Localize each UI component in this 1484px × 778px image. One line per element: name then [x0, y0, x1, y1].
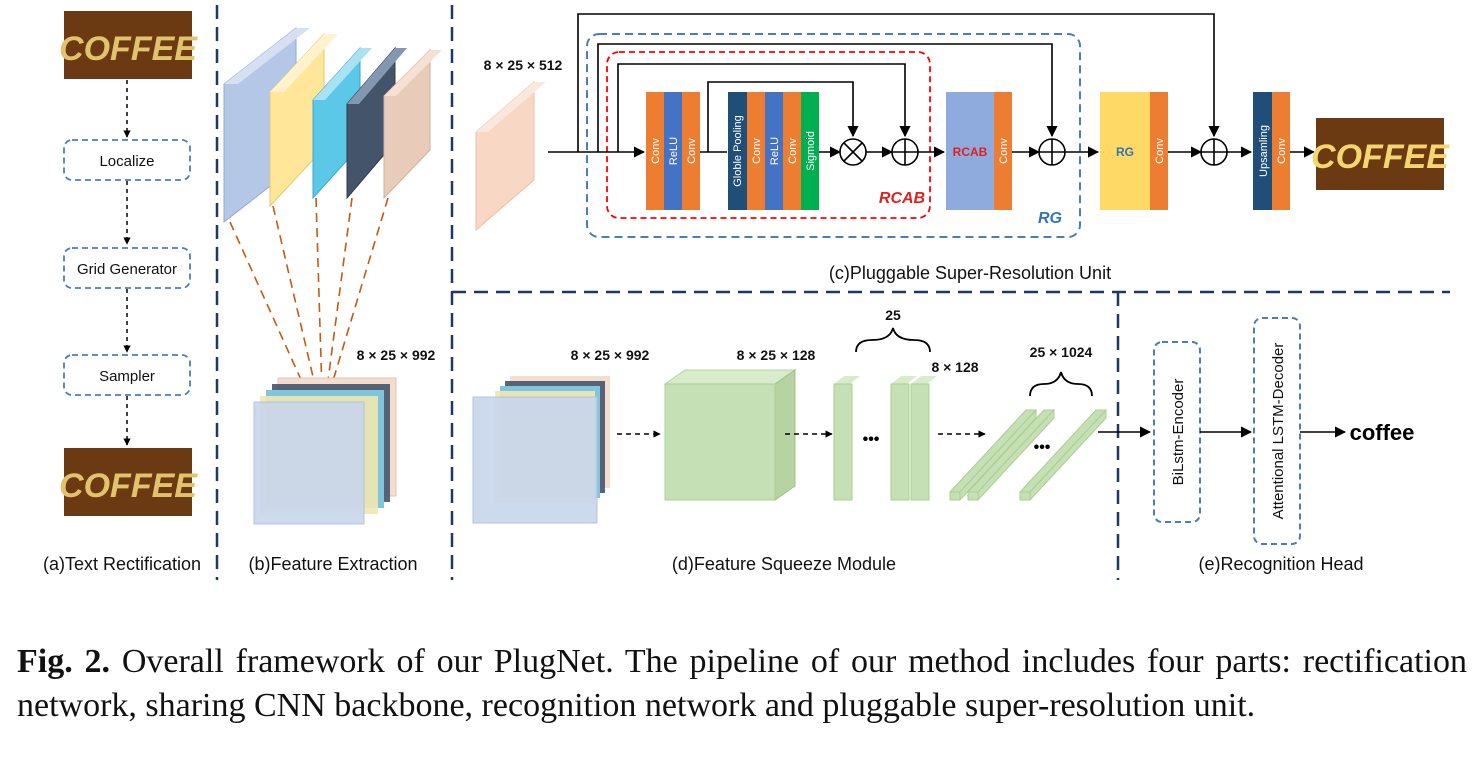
squeeze-conv-dim: 8 × 25 × 128 — [737, 347, 816, 363]
squeeze-input-dim: 8 × 25 × 992 — [571, 347, 650, 363]
input-word-text: COFFEE — [59, 30, 198, 68]
ca-layer-pool: Globle Pooling — [732, 115, 744, 187]
ca-layer-sigmoid: Sigmoid — [805, 131, 817, 171]
add-op-global — [1200, 138, 1228, 166]
input-word-image: COFFEE — [59, 11, 198, 79]
brace-25x1024 — [1029, 371, 1093, 397]
rcab-layer-conv-1: Conv — [650, 138, 662, 164]
seq-dim-label: 25 × 1024 — [1030, 344, 1093, 360]
encoder-label: BiLstm-Encoder — [1170, 379, 1187, 486]
framework-diagram: COFFEE Localize Grid Generator Sampler C… — [43, 5, 1450, 580]
panel-c-caption: (c)Pluggable Super-Resolution Unit — [829, 263, 1111, 283]
panel-e-recognition-head: BiLstm-Encoder Attentional LSTM-Decoder … — [1098, 317, 1415, 574]
panel-d-caption: (d)Feature Squeeze Module — [672, 554, 896, 574]
add-op-rcab — [891, 138, 919, 166]
sr-output-word-image: COFFEE — [1311, 118, 1450, 190]
panel-b-feature-extraction: 8 × 25 × 992 (b)Feature Extraction — [223, 26, 442, 574]
squeeze-slices — [833, 376, 937, 501]
sampler-box — [63, 354, 191, 396]
brace-25 — [855, 327, 931, 353]
sr-input-feature — [475, 80, 546, 232]
panel-b-caption: (b)Feature Extraction — [248, 554, 417, 574]
rg-tag: RG — [1038, 210, 1062, 227]
fused-dim-label: 8 × 25 × 992 — [357, 347, 436, 363]
figure-caption: Fig. 2. Overall framework of our PlugNet… — [17, 640, 1467, 728]
squeeze-conv-cube — [663, 369, 797, 501]
panel-a-caption: (a)Text Rectification — [43, 554, 201, 574]
count-25-label: 25 — [885, 307, 901, 323]
panel-e-caption: (e)Recognition Head — [1198, 554, 1363, 574]
slice-dim-label: 8 × 128 — [931, 359, 978, 375]
rcab-module: RCAB Conv — [946, 92, 1012, 210]
decoder-label: Attentional LSTM-Decoder — [1270, 343, 1287, 520]
rectified-word-text: COFFEE — [59, 467, 198, 505]
ca-layer-relu: ReLU — [769, 137, 781, 165]
rectified-word-image: COFFEE — [59, 448, 198, 516]
localize-box — [63, 139, 191, 181]
channel-attention-block: Globle Pooling Conv ReLU Conv Sigmoid — [728, 92, 819, 210]
feature-connectors — [229, 197, 389, 405]
prediction-text: coffee — [1350, 420, 1415, 445]
upsampling-conv: Conv — [1276, 138, 1288, 164]
multiply-op — [839, 138, 867, 166]
rcab-layer-relu: ReLU — [668, 137, 680, 165]
squeeze-input-cube — [472, 376, 610, 524]
rcab-module-conv: Conv — [998, 138, 1010, 164]
rg-module-label: RG — [1116, 145, 1134, 159]
rg-module-conv: Conv — [1154, 138, 1166, 164]
rcab-conv-relu-conv: Conv ReLU Conv — [646, 92, 700, 210]
rg-module: RG Conv — [1100, 92, 1168, 210]
slice-ellipsis: ••• — [863, 431, 880, 448]
panel-d-feature-squeeze: 8 × 25 × 992 8 × 25 × 128 ••• 25 8 × — [472, 307, 1108, 574]
cnn-layer-5 — [383, 48, 442, 200]
panel-a-text-rectification: COFFEE Localize Grid Generator Sampler C… — [43, 11, 201, 574]
sr-input-dim: 8 × 25 × 512 — [484, 57, 563, 73]
grid-generator-box — [63, 247, 191, 289]
ca-layer-conv-1: Conv — [751, 138, 763, 164]
rod-ellipsis: ••• — [1034, 439, 1051, 456]
grid-generator-label: Grid Generator — [77, 261, 177, 278]
rg-dashed-box — [586, 33, 1081, 238]
panel-c-super-resolution: 8 × 25 × 512 RCAB RG — [475, 13, 1450, 283]
sr-output-word-text: COFFEE — [1311, 138, 1450, 176]
rcab-layer-conv-2: Conv — [686, 138, 698, 164]
fused-feature-cube — [253, 377, 397, 525]
localize-label: Localize — [99, 153, 154, 170]
caption-text: Overall framework of our PlugNet. The pi… — [17, 643, 1467, 724]
rcab-module-label: RCAB — [953, 145, 988, 159]
rcab-tag: RCAB — [879, 190, 925, 207]
sequence-rods — [948, 408, 1108, 502]
ca-layer-conv-2: Conv — [787, 138, 799, 164]
add-op-rg — [1038, 138, 1066, 166]
decoder-box — [1253, 317, 1301, 545]
section-dividers — [215, 5, 1450, 580]
sampler-label: Sampler — [99, 368, 155, 385]
upsampling-label: Upsamling — [1258, 125, 1270, 177]
caption-label: Fig. 2. — [17, 643, 111, 680]
upsampling-module: Upsamling Conv — [1253, 92, 1290, 210]
